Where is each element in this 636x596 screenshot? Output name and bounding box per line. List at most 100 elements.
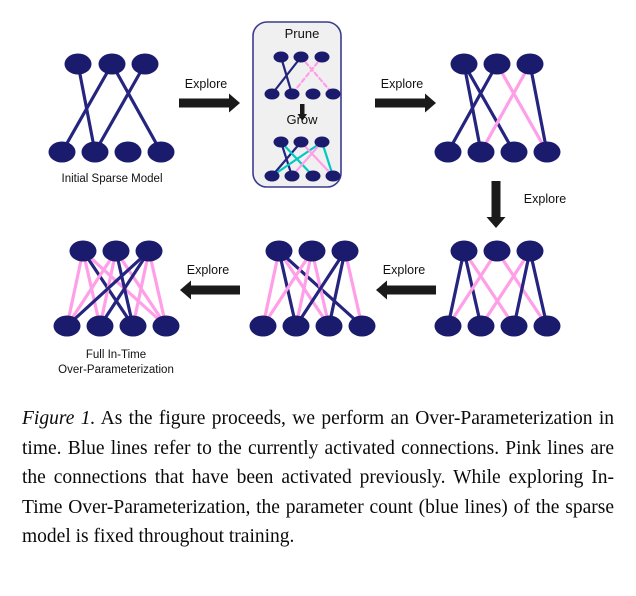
network-node-bottom [147,141,175,163]
arrow-shaft [491,181,501,217]
arrow-head [376,280,387,300]
arrow-shaft [300,104,305,115]
network-node-bottom [325,170,341,182]
figure-caption: Figure 1. As the figure proceeds, we per… [22,404,614,552]
full-itop-label-line2: Over-Parameterization [58,364,174,376]
explore-arrow-explore-4 [376,280,436,300]
explore-label-explore-2: Explore [381,77,423,91]
network-node-top [102,240,130,262]
network-node-top [265,240,293,262]
network-node-top [331,240,359,262]
network-edge [462,62,516,154]
network-node-top [450,53,478,75]
node-layer [48,51,561,337]
network-node-top [293,136,309,148]
network-node-top [314,51,330,63]
network-node-bottom [348,315,376,337]
network-node-top [273,51,289,63]
explore-label-explore-3: Explore [524,192,566,206]
explore-arrow-explore-1 [179,93,240,113]
network-edge [446,62,499,154]
network-node-bottom [434,141,462,163]
arrow-shaft [375,98,425,108]
network-node-top [483,53,511,75]
network-edge [290,55,324,96]
prune-to-grow-arrow [297,104,307,121]
arrow-head [180,280,191,300]
network-node-bottom [467,315,495,337]
prune-label: Prune [285,26,320,41]
network-node-top [135,240,163,262]
grow-label: Grow [286,112,318,127]
network-edge [327,249,347,328]
figure-caption-text: As the figure proceeds, we perform an Ov… [22,408,614,547]
network-node-bottom [305,170,321,182]
network-node-bottom [114,141,142,163]
network-edge [299,140,335,178]
network-node-bottom [533,141,561,163]
network-node-bottom [264,88,280,100]
network-edge [65,249,85,328]
arrow-shaft [179,98,229,108]
arrow-head [297,114,307,121]
network-edge [299,55,335,96]
network-edge [270,140,324,178]
network-node-bottom [434,315,462,337]
network-node-top [516,53,544,75]
arrow-shaft [387,285,436,295]
figure-caption-label: Figure 1. [22,408,96,429]
network-node-bottom [315,315,343,337]
network-edge [110,62,163,154]
network-edge [528,249,549,328]
network-node-bottom [86,315,114,337]
network-node-top [98,53,126,75]
network-edge [98,249,151,328]
network-edge [60,62,114,154]
network-node-bottom [53,315,81,337]
network-edge [495,62,549,154]
network-edge [528,62,549,154]
network-node-bottom [81,141,109,163]
network-edge [93,62,147,154]
network-node-bottom [325,88,341,100]
network-node-top [69,240,97,262]
network-node-top [131,53,159,75]
network-node-top [293,51,309,63]
explore-arrow-explore-2 [375,93,436,113]
network-node-bottom [48,141,76,163]
network-edge [294,249,314,328]
network-node-bottom [119,315,147,337]
network-node-bottom [500,315,528,337]
explore-arrow-explore-3 [486,181,506,228]
network-node-bottom [284,170,300,182]
arrow-shaft [191,285,240,295]
network-edge [294,249,347,328]
network-edge [462,249,516,328]
network-node-bottom [249,315,277,337]
initial-sparse-model-label: Initial Sparse Model [62,173,163,185]
network-edge [261,249,281,328]
network-node-bottom [500,141,528,163]
explore-label-explore-1: Explore [185,77,227,91]
full-itop-label-line1: Full In-Time [86,349,146,361]
network-edge [479,62,532,154]
network-edge [343,249,364,328]
network-edge [446,249,466,328]
explore-arrow-explore-5 [180,280,240,300]
explore-label-explore-4: Explore [383,263,425,277]
network-edge [65,249,118,328]
edge-layer [60,55,549,328]
network-edge [261,249,314,328]
arrow-head [425,93,436,113]
explore-label-explore-5: Explore [187,263,229,277]
arrow-head [229,93,240,113]
network-node-bottom [282,315,310,337]
network-node-top [298,240,326,262]
network-node-bottom [305,88,321,100]
network-node-bottom [264,170,280,182]
network-edge [147,249,168,328]
network-edge [131,249,151,328]
